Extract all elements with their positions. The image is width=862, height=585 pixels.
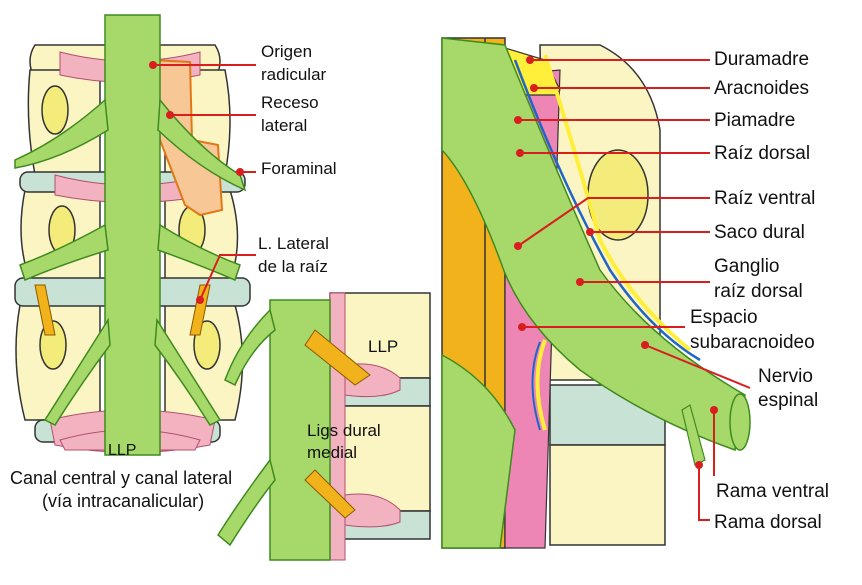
label-ligs-2: medial [307, 443, 357, 462]
label-foraminal: Foraminal [261, 159, 337, 178]
right-leaders [517, 59, 751, 521]
label-raiz-dorsal: Raíz dorsal [714, 143, 810, 164]
label-raiz-ventral: Raíz ventral [714, 188, 815, 209]
label-piamadre: Piamadre [714, 110, 795, 131]
label-receso-1: Receso [261, 93, 319, 112]
label-saco-dural: Saco dural [714, 222, 805, 243]
label-llateral-2: de la raíz [258, 257, 328, 276]
label-nervio-1: Nervio [758, 366, 813, 387]
left-panel: LLP Canal central y canal lateral (vía i… [10, 14, 251, 511]
label-aracnoides: Aracnoides [714, 78, 809, 99]
label-espacio-1: Espacio [690, 307, 758, 328]
label-ligs-1: Ligs dural [307, 421, 381, 440]
right-panel [441, 37, 751, 549]
label-nervio-2: espinal [758, 390, 818, 411]
caption-line-2: (vía intracanalicular) [42, 491, 204, 511]
left-leader-dots [149, 61, 244, 304]
label-ganglio-2: raíz dorsal [714, 281, 803, 302]
label-ganglio-1: Ganglio [714, 256, 780, 277]
left-leaders [153, 64, 256, 301]
nerve-roots [14, 14, 247, 456]
llp-label-middle: LLP [368, 337, 398, 356]
right-labels: Duramadre Aracnoides Piamadre Raíz dorsa… [690, 49, 829, 533]
label-origen-2: radicular [261, 65, 327, 84]
caption-line-1: Canal central y canal lateral [10, 468, 232, 488]
llp-label-left: LLP [108, 442, 136, 459]
left-labels: Origen radicular Receso lateral Foramina… [258, 42, 337, 276]
middle-panel: LLP Ligs dural medial [217, 292, 431, 561]
label-espacio-2: subaracnoideo [690, 332, 815, 353]
label-rama-dorsal: Rama dorsal [714, 512, 822, 533]
label-receso-2: lateral [261, 116, 307, 135]
label-duramadre: Duramadre [714, 49, 809, 70]
right-leader-dots [514, 56, 718, 469]
label-rama-ventral: Rama ventral [716, 481, 829, 502]
label-origen-1: Origen [261, 42, 312, 61]
label-llateral-1: L. Lateral [258, 234, 329, 253]
lateral-root-ligaments [34, 284, 211, 336]
